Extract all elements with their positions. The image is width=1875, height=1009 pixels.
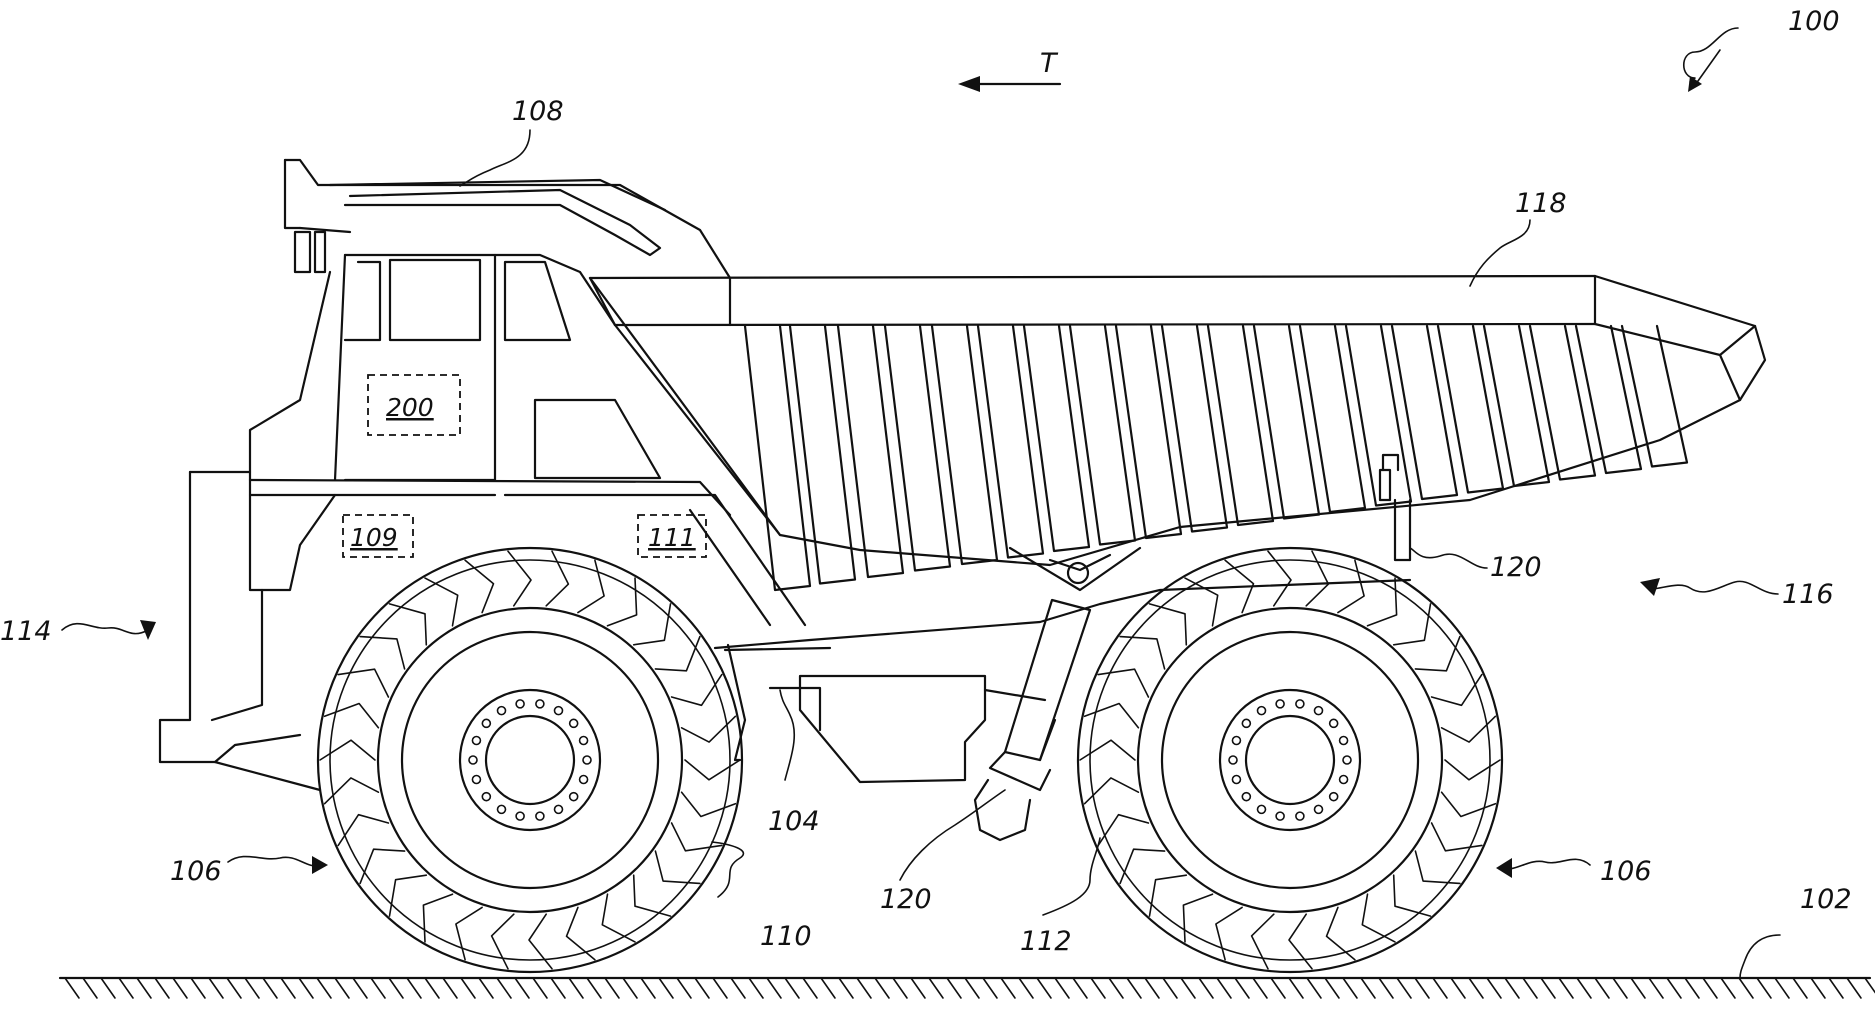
dump-body-rib: [1162, 326, 1227, 532]
dump-body-rib: [1530, 326, 1595, 480]
dump-body-rib: [932, 326, 997, 564]
dump-body-rib: [1576, 326, 1641, 473]
dump-body-rib: [978, 326, 1043, 558]
label-114: 114: [0, 616, 52, 647]
arrow-116: [1640, 578, 1660, 596]
dump-body-rib: [1622, 326, 1687, 467]
dump-body-rib: [838, 326, 903, 577]
label-T: T: [1040, 48, 1059, 79]
front-wheel: [318, 548, 742, 972]
label-106-front: 106: [170, 856, 222, 887]
dump-body-rib: [1346, 326, 1411, 506]
label-200: 200: [386, 393, 434, 422]
dump-body-rib: [1300, 326, 1365, 512]
label-112: 112: [1020, 926, 1072, 957]
dump-body: [590, 276, 1765, 590]
dump-body-rib: [1024, 326, 1089, 551]
hoist-cylinder: [975, 500, 1410, 840]
dump-body-rib: [745, 326, 810, 590]
label-108: 108: [512, 96, 564, 127]
label-102: 102: [1800, 884, 1852, 915]
arrow-106-rear: [1496, 858, 1512, 878]
ground-surface: [60, 978, 1875, 998]
rear-wheel: [1078, 548, 1502, 972]
dump-body-rib: [1116, 326, 1181, 538]
label-120-lower: 120: [880, 884, 932, 915]
dump-body-rib: [1484, 326, 1549, 486]
label-111: 111: [648, 523, 696, 552]
arrow-114: [140, 620, 156, 640]
label-106-rear: 106: [1600, 856, 1652, 887]
cab: [250, 160, 805, 625]
dump-body-rib: [1392, 326, 1457, 499]
dump-body-rib: [1208, 326, 1273, 525]
label-120-upper: 120: [1490, 552, 1542, 583]
leader-lines: [62, 28, 1780, 978]
arrow-106-front: [312, 856, 328, 874]
label-110: 110: [760, 921, 812, 952]
dump-body-rib: [1070, 326, 1135, 545]
reference-numerals: 100 102 104 106 106 108 110 112 114 116 …: [0, 6, 1852, 957]
label-100: 100: [1788, 6, 1840, 37]
dump-body-rib: [1438, 326, 1503, 493]
dump-body-rib: [885, 326, 950, 571]
label-118: 118: [1515, 188, 1567, 219]
label-116: 116: [1782, 579, 1834, 610]
label-104: 104: [768, 806, 820, 837]
dump-body-rib: [1254, 326, 1319, 519]
travel-arrow: [958, 76, 980, 92]
dump-body-rib: [790, 326, 855, 584]
label-109: 109: [350, 523, 398, 552]
